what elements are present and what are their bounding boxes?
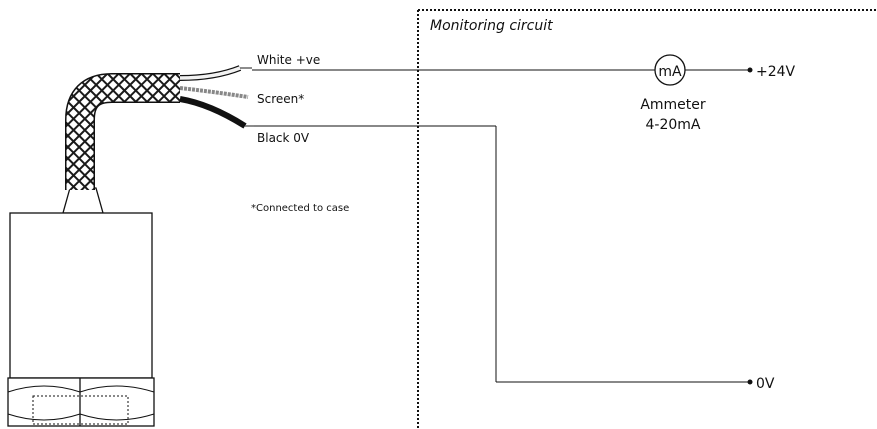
ammeter-unit: mA — [658, 64, 682, 80]
circuit-lines — [252, 69, 750, 383]
ammeter: mA — [654, 54, 686, 86]
positive-terminal-label: +24V — [756, 64, 796, 80]
footnote-text: *Connected to case — [251, 203, 349, 214]
black-wire — [179, 96, 247, 129]
screen-wire — [179, 86, 249, 99]
screen-wire-label: Screen* — [257, 92, 304, 106]
white-wire-label: White +ve — [257, 53, 320, 67]
ground-terminal-label: 0V — [756, 376, 775, 392]
monitoring-circuit-title: Monitoring circuit — [430, 18, 553, 34]
sensor-hex-base — [7, 377, 155, 427]
sensor-housing — [9, 212, 153, 379]
black-wire-label: Black 0V — [257, 131, 310, 145]
ammeter-name: Ammeter — [640, 97, 706, 113]
cable-gland — [62, 187, 104, 214]
braided-cable — [65, 73, 180, 190]
positive-terminal-dot — [747, 67, 753, 73]
sensor-body — [7, 187, 155, 427]
internal-thread — [32, 395, 129, 425]
ammeter-symbol — [654, 54, 686, 86]
ammeter-range: 4-20mA — [646, 117, 701, 133]
wire-bundle — [179, 65, 254, 129]
monitoring-boundary — [417, 9, 877, 429]
ground-terminal-dot — [747, 379, 753, 385]
